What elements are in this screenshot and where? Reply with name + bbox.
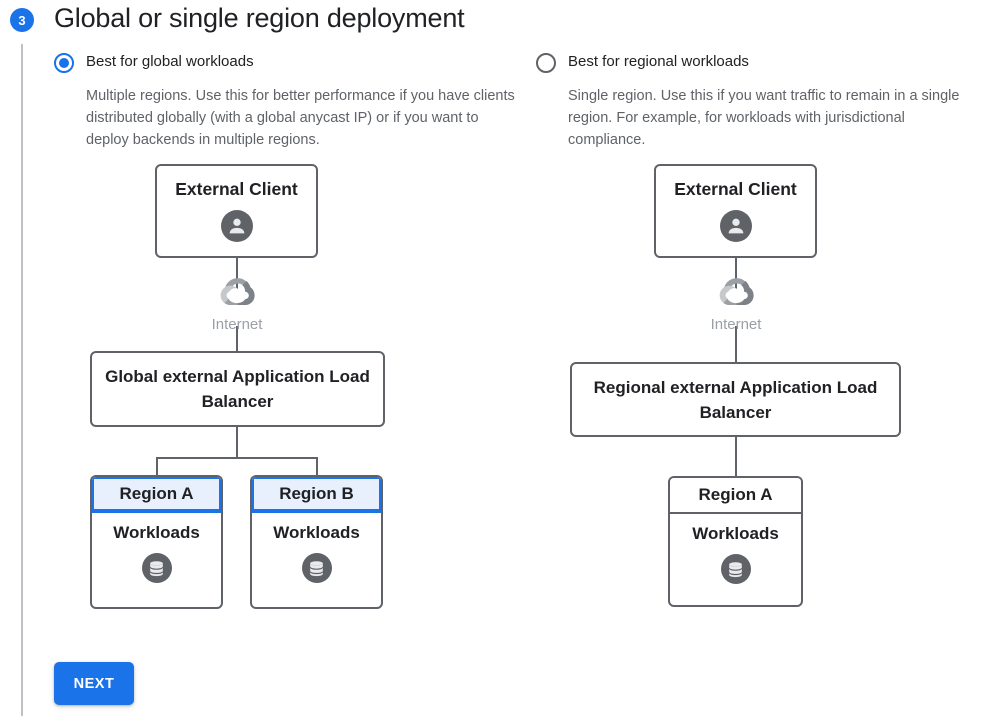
radio-regional-workloads[interactable] [536, 53, 556, 73]
node-region-a-regional: Region A Workloads [668, 476, 803, 607]
connector-lb-stem [236, 427, 238, 459]
step-number-badge: 3 [10, 8, 34, 32]
node-title: Global external Application Load Balance… [105, 367, 370, 411]
option-regional-description: Single region. Use this if you want traf… [568, 88, 960, 148]
connector-lb-to-region-regional [735, 437, 737, 476]
node-region-b-global: Region B Workloads [250, 475, 383, 609]
node-title: External Client [175, 179, 298, 199]
internet-node-global: Internet [206, 272, 268, 334]
database-icon [141, 553, 172, 583]
connector-internet-to-lb [236, 326, 238, 351]
option-regional-workloads[interactable]: Best for regional workloads Single regio… [536, 52, 986, 151]
node-external-client-global: External Client [155, 164, 318, 258]
connector-branch-to-region-b [316, 457, 318, 476]
option-global-header[interactable]: Best for global workloads [54, 52, 524, 73]
database-icon [720, 554, 751, 584]
region-body: Workloads [670, 514, 801, 605]
node-regional-load-balancer: Regional external Application Load Balan… [570, 362, 901, 437]
cloud-icon [713, 272, 759, 317]
connector-branch-to-region-a [156, 457, 158, 476]
option-global-label: Best for global workloads [86, 53, 254, 70]
radio-global-workloads[interactable] [54, 53, 74, 73]
page-title: Global or single region deployment [54, 3, 465, 33]
connector-client-to-internet-regional [735, 258, 737, 292]
internet-node-regional: Internet [705, 272, 767, 334]
cloud-icon [214, 272, 260, 317]
person-icon [220, 210, 253, 242]
node-region-a-global: Region A Workloads [90, 475, 223, 609]
next-button[interactable]: NEXT [54, 662, 134, 705]
connector-internet-to-lb-regional [735, 326, 737, 362]
option-regional-header[interactable]: Best for regional workloads [536, 52, 986, 73]
node-title: External Client [674, 179, 797, 199]
region-header: Region A [92, 477, 221, 513]
internet-label: Internet [211, 316, 263, 333]
workloads-label: Workloads [113, 523, 200, 542]
person-icon [719, 210, 752, 242]
region-header: Region A [670, 478, 801, 514]
region-body: Workloads [92, 513, 221, 607]
node-external-client-regional: External Client [654, 164, 817, 258]
workloads-label: Workloads [273, 523, 360, 542]
internet-label: Internet [710, 316, 762, 333]
option-regional-label: Best for regional workloads [568, 53, 749, 70]
region-body: Workloads [252, 513, 381, 607]
option-global-workloads[interactable]: Best for global workloads Multiple regio… [54, 52, 524, 151]
connector-branch-bar [157, 457, 318, 459]
connector-client-to-internet [236, 258, 238, 292]
stepper-rail [21, 44, 23, 716]
node-title: Regional external Application Load Balan… [593, 377, 878, 422]
region-header: Region B [252, 477, 381, 513]
database-icon [301, 553, 332, 583]
workloads-label: Workloads [692, 524, 779, 543]
option-global-description: Multiple regions. Use this for better pe… [86, 88, 515, 148]
node-global-load-balancer: Global external Application Load Balance… [90, 351, 385, 427]
